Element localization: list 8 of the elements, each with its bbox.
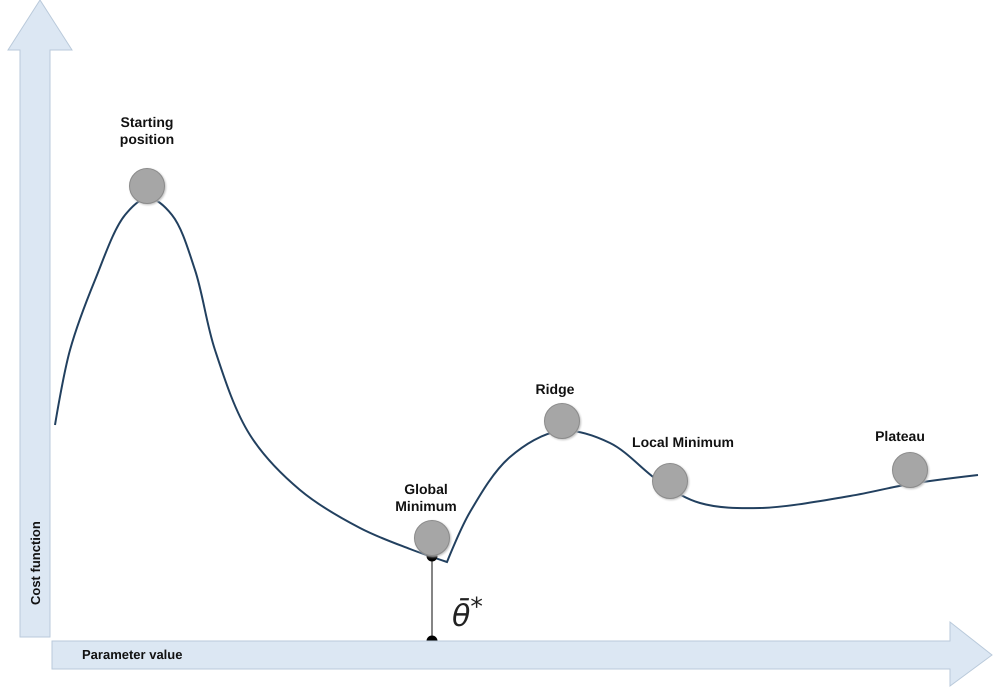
axis-label: Cost function	[28, 521, 43, 605]
point-label: Local Minimum	[631, 434, 735, 451]
point-label: Starting position	[118, 114, 176, 148]
axis-label: Parameter value	[82, 647, 182, 662]
point-label: Global Minimum	[394, 481, 458, 515]
point-label: Ridge	[534, 381, 576, 398]
point-label: Plateau	[874, 428, 926, 445]
vertical-axis-arrow	[8, 0, 72, 637]
